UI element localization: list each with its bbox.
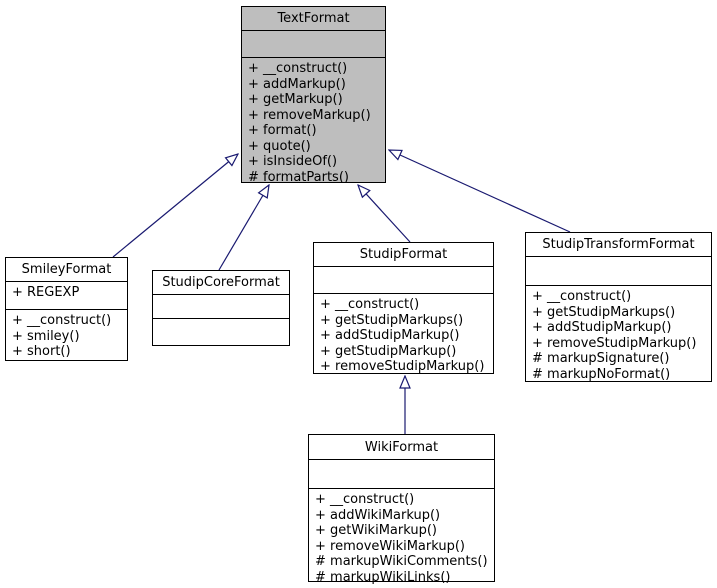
method-line: + addMarkup() [248, 76, 346, 92]
attributes-section [526, 257, 711, 286]
method-line: + __construct() [532, 289, 632, 304]
method-line: + removeStudipMarkup() [320, 359, 485, 374]
attributes-section [314, 267, 493, 294]
class-box-studiptransformformat[interactable]: StudipTransformFormat + __construct() + … [525, 232, 712, 382]
method-line: + removeStudipMarkup() [532, 335, 697, 351]
class-name: StudipCoreFormat [153, 271, 289, 295]
methods-section [153, 319, 289, 345]
methods-section: + __construct() + getStudipMarkups() + a… [314, 294, 493, 375]
attributes-section [153, 295, 289, 319]
class-box-textformat[interactable]: TextFormat + __construct() + addMarkup()… [241, 6, 386, 185]
edge-studipformat-to-textformat [358, 185, 411, 243]
method-line: + addWikiMarkup() [315, 507, 441, 523]
class-name: StudipTransformFormat [526, 233, 711, 257]
edge-smileyformat-to-textformat [112, 154, 238, 258]
method-line: + getStudipMarkups() [532, 304, 676, 320]
method-line: + getWikiMarkup() [315, 523, 437, 538]
method-line: # markupNoFormat() [532, 366, 671, 382]
method-line: # formatParts() [248, 169, 349, 185]
edge-studipcoreformat-to-textformat [218, 185, 269, 271]
method-line: # markupWikiComments() [315, 554, 488, 569]
attribute-line: + REGEXP [12, 285, 80, 300]
attributes-section [242, 31, 385, 58]
method-line: + removeMarkup() [248, 107, 371, 123]
class-box-studipcoreformat[interactable]: StudipCoreFormat [152, 270, 290, 346]
method-line: # markupWikiLinks() [315, 569, 451, 585]
method-line: + getStudipMarkups() [320, 312, 464, 328]
method-line: + quote() [248, 138, 311, 154]
method-line: + getStudipMarkup() [320, 343, 457, 359]
method-line: + removeWikiMarkup() [315, 538, 466, 554]
attributes-section [309, 460, 494, 489]
methods-section: + __construct() + getStudipMarkups() + a… [526, 286, 711, 382]
method-line: + __construct() [320, 297, 420, 312]
method-line: + short() [12, 344, 71, 359]
method-line: + addStudipMarkup() [320, 328, 460, 343]
method-line: + __construct() [315, 492, 415, 507]
method-line: + smiley() [12, 328, 80, 344]
class-name: WikiFormat [309, 435, 494, 460]
methods-section: + __construct() + addWikiMarkup() + getW… [309, 489, 494, 585]
class-box-wikiformat[interactable]: WikiFormat + __construct() + addWikiMark… [308, 434, 495, 585]
edge-studiptransformformat-to-textformat [389, 150, 571, 233]
method-line: + addStudipMarkup() [532, 320, 672, 335]
method-line: + __construct() [248, 61, 348, 76]
class-name: TextFormat [242, 7, 385, 31]
method-line: + getMarkup() [248, 92, 343, 107]
methods-section: + __construct() + addMarkup() + getMarku… [242, 58, 385, 185]
class-name: SmileyFormat [6, 258, 127, 282]
method-line: # markupSignature() [532, 351, 670, 366]
method-line: + isInsideOf() [248, 154, 338, 169]
class-box-studipformat[interactable]: StudipFormat + __construct() + getStudip… [313, 242, 494, 374]
method-line: + format() [248, 123, 317, 138]
class-name: StudipFormat [314, 243, 493, 267]
methods-section: + __construct() + smiley() + short() [6, 310, 127, 360]
method-line: + __construct() [12, 313, 112, 328]
attributes-section: + REGEXP [6, 282, 127, 310]
class-box-smileyformat[interactable]: SmileyFormat + REGEXP + __construct() + … [5, 257, 128, 361]
